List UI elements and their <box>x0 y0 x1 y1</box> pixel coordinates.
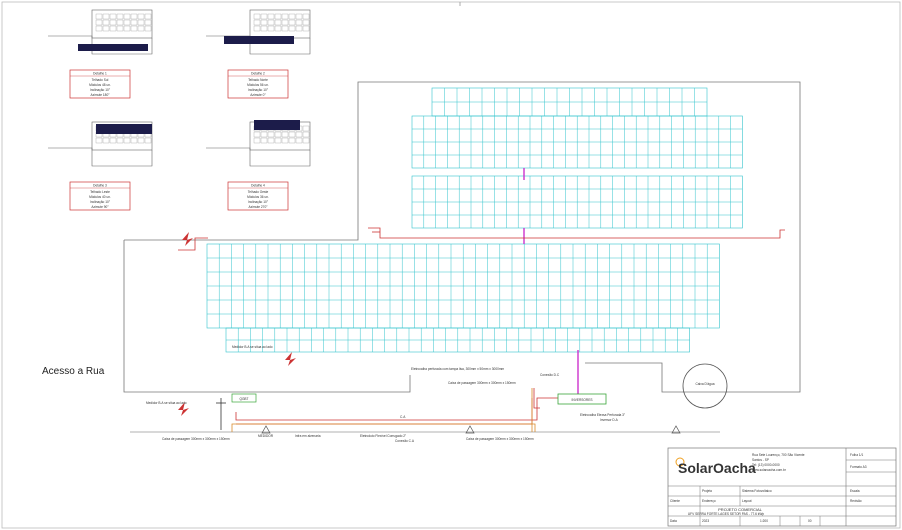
company-line-1: Rua Sete Lourenço, 700 São Vicente <box>752 453 805 457</box>
detail-line: Azimute 270° <box>249 205 269 209</box>
detail-line: Módulos 36 un. <box>247 195 269 199</box>
building-outline <box>123 81 801 433</box>
detail-line: Inclinação 10° <box>90 88 111 92</box>
detail-title: Detalhe 3 <box>93 184 107 188</box>
detail-line: Azimute 180° <box>91 93 111 97</box>
warning-markers <box>178 232 296 416</box>
cable-tray-top-label: Eletrocalha perfurada com tampa lisa, 30… <box>411 367 505 371</box>
company-line-3: Tel: (13) 0000-0000 <box>752 463 780 467</box>
detail-line: Inclinação 10° <box>248 200 269 204</box>
pass-box-right-label: Caixa de passagem 300mm x 300mm x 150mm <box>466 437 534 441</box>
detail-line: Telhado Oeste <box>248 190 269 194</box>
detail-line: Módulos 40 un. <box>89 195 111 199</box>
pass-box-markers <box>261 425 681 434</box>
company-name: SolarOacha <box>678 460 756 476</box>
sheet-format: Formato A3 <box>850 465 867 469</box>
buried-path-label: Infra em alvenaria <box>295 434 321 438</box>
tb-row-value: 1:200 <box>760 519 768 523</box>
company-logo: SolarOacha <box>675 457 756 476</box>
tb-row-label: Endereço <box>702 499 716 503</box>
buried-ac-label: Eletroduto Flexível Corrugado 2" <box>360 434 406 438</box>
tb-row-label: Cliente <box>670 499 680 503</box>
detail-line: Telhado Norte <box>248 78 268 82</box>
detail-title: Detalhe 1 <box>93 72 107 76</box>
sheet-label: Folha 1/1 <box>850 453 864 457</box>
pv-array <box>411 115 743 169</box>
qgbt-label: QGBT <box>239 397 248 401</box>
tb-row-label: Data <box>670 519 677 523</box>
project-subtitle: UFV SERRA FORTE LAGES SETOR PAS - 77.6 k… <box>688 512 765 516</box>
street-access-label: Acesso a Rua <box>42 366 105 377</box>
qgbt-panel: QGBT <box>231 393 257 403</box>
detail-line: Módulos 48 un. <box>89 83 111 87</box>
pv-array <box>225 327 690 353</box>
ac-cable-label: C.A <box>400 415 406 419</box>
detail-line: Telhado Leste <box>90 190 110 194</box>
cable-tray-top-sub: Conexão D.C <box>540 373 560 377</box>
water-tank-label: Caixa D'água <box>695 382 714 386</box>
buried-conduit <box>231 388 536 432</box>
water-tank: Caixa D'água <box>682 363 728 409</box>
pv-array <box>206 243 720 329</box>
inverter-label: INVERSORES <box>572 398 593 402</box>
detail-line: Módulos 56 un. <box>247 83 269 87</box>
buried-ac-sub: Conexão C.A <box>395 439 415 443</box>
tb-row-label: Escala <box>850 489 860 493</box>
detail-line: Inclinação 10° <box>90 200 111 204</box>
meter-note-2: Medidor B.A se situa ao lado <box>146 401 187 405</box>
pass-box-mid-label: Caixa de passagem 300mm x 300mm x 150mm <box>448 381 516 385</box>
pv-module-arrays <box>206 87 743 353</box>
cable-tray-bottom-label: Eletrocalha Elexsa Perfurada 3" <box>580 413 625 417</box>
tb-row-label: Revisão <box>850 499 862 503</box>
project-title: PROJETO COMERCIAL <box>718 507 762 512</box>
detail-line: Azimute 90° <box>91 205 109 209</box>
tb-row-label: Projeto <box>702 489 712 493</box>
tb-row-value: 00 <box>808 519 812 523</box>
company-line-2: Santos - SP <box>752 458 769 462</box>
pv-array <box>411 175 743 229</box>
meter-symbol <box>216 398 226 430</box>
detail-line: Inclinação 10° <box>248 88 269 92</box>
dc-cable-tray <box>523 168 579 395</box>
tb-row-value: Sistema Fotovoltaico <box>742 489 772 493</box>
detail-title: Detalhe 2 <box>251 72 265 76</box>
cable-tray-bottom-sub: Inversor D.A <box>600 418 619 422</box>
inverter-box: INVERSORES <box>557 393 607 405</box>
pass-box-left-label: Caixa de passagem 300mm x 300mm x 150mm <box>162 437 230 441</box>
tb-row-value: Layout <box>742 499 752 503</box>
detail-line: Telhado Sul <box>92 78 109 82</box>
detail-line: Azimute 0° <box>250 93 266 97</box>
tb-row-value: 2023 <box>702 519 709 523</box>
meter-note-1: Medidor B.A se situa ao lado <box>232 345 273 349</box>
title-block: SolarOacha Rua Sete Lourenço, 700 São Vi… <box>667 447 897 527</box>
meter-ac-label: MEDIDOR <box>258 434 274 438</box>
detail-title: Detalhe 4 <box>251 184 265 188</box>
company-line-4: www.solaroacha.com.br <box>752 468 787 472</box>
